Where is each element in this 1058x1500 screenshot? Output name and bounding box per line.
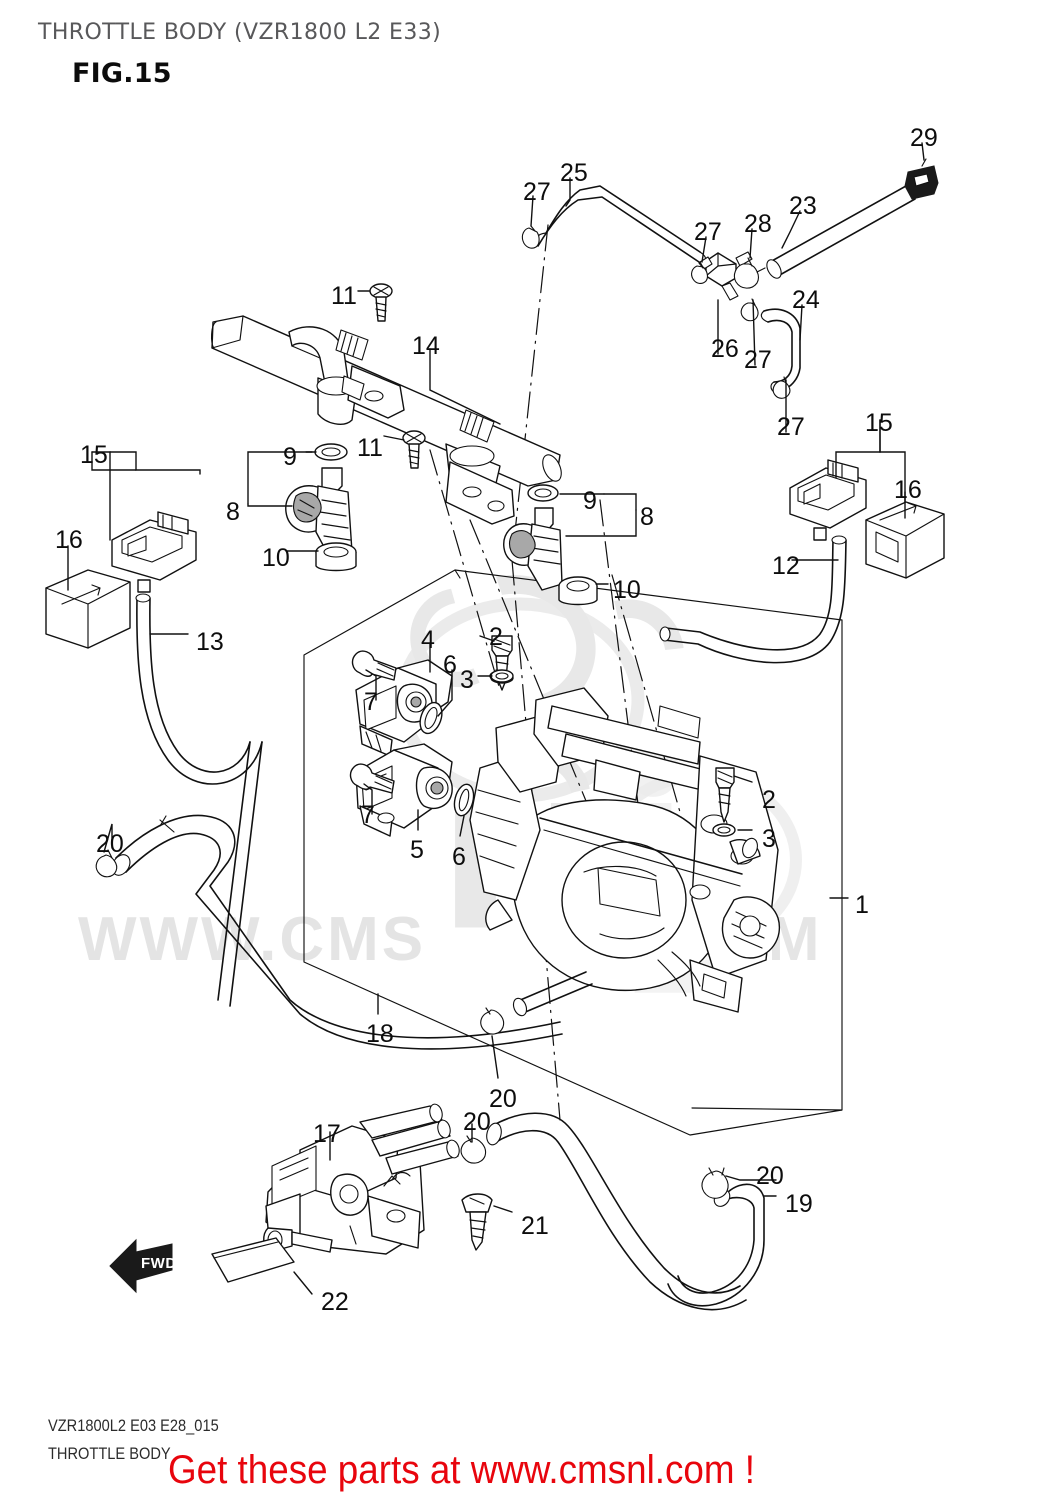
callout-o-ring-injector-upper-left[interactable]: 9 bbox=[283, 443, 297, 471]
callout-isc-valve[interactable]: 17 bbox=[313, 1120, 341, 1148]
callout-o-ring-adjust-right[interactable]: 3 bbox=[762, 825, 776, 853]
injector-right bbox=[503, 484, 598, 606]
hose-25 bbox=[535, 185, 707, 265]
callout-clamp-center-lower[interactable]: 20 bbox=[463, 1108, 491, 1136]
clip-29 bbox=[904, 158, 939, 200]
callout-seal-injector-lower-left[interactable]: 10 bbox=[262, 544, 290, 572]
callout-hose-sensor-left[interactable]: 13 bbox=[196, 628, 224, 656]
callout-fuel-delivery-pipe[interactable]: 14 bbox=[412, 332, 440, 360]
callout-hose-lower-right[interactable]: 19 bbox=[785, 1190, 813, 1218]
callout-hose-sensor-right[interactable]: 12 bbox=[772, 552, 800, 580]
figure-number: FIG.15 bbox=[72, 58, 172, 89]
clamp-20-a bbox=[95, 849, 118, 878]
callout-throttle-body-assembly[interactable]: 1 bbox=[855, 891, 869, 919]
hose-short-center bbox=[512, 971, 593, 1017]
injector-left bbox=[285, 443, 357, 572]
clamp-20-c bbox=[460, 1135, 487, 1164]
callout-adjusting-screw-left[interactable]: 2 bbox=[489, 623, 503, 651]
leader-lines bbox=[67, 142, 925, 1295]
callout-injector-right[interactable]: 8 bbox=[640, 503, 654, 531]
callout-hose-branch-lower[interactable]: 24 bbox=[792, 286, 820, 314]
callout-clamp-hose-24-end[interactable]: 27 bbox=[777, 413, 805, 441]
hose-center-lower bbox=[486, 1112, 747, 1311]
callout-bolt-sensor-lower[interactable]: 7 bbox=[361, 801, 375, 829]
callout-sensor-cover-left[interactable]: 16 bbox=[55, 526, 83, 554]
callout-clamp-joint-left[interactable]: 27 bbox=[694, 218, 722, 246]
svg-text:WWW.CMS: WWW.CMS bbox=[78, 905, 426, 974]
callout-clamp-hose-18-left[interactable]: 20 bbox=[96, 830, 124, 858]
joint-26 bbox=[699, 251, 753, 301]
callout-o-ring-sensor-lower[interactable]: 6 bbox=[452, 843, 466, 871]
footer-catalog-code: VZR1800L2 E03 E28_015 bbox=[48, 1416, 219, 1435]
callout-adjusting-screw-right[interactable]: 2 bbox=[762, 786, 776, 814]
sensor-right-15 bbox=[789, 459, 867, 541]
hose-13 bbox=[135, 593, 263, 1007]
clamp-20-b bbox=[480, 1007, 505, 1035]
callout-screw-fuel-rail-upper[interactable]: 11 bbox=[331, 282, 357, 310]
o-ring-3-left bbox=[490, 669, 514, 683]
screw-21 bbox=[461, 1193, 493, 1251]
hose-12 bbox=[659, 535, 847, 664]
clamp-27-c bbox=[740, 298, 759, 322]
clamp-27-b bbox=[691, 262, 708, 284]
callout-secondary-throttle-sensor[interactable]: 5 bbox=[410, 836, 424, 864]
callout-injector-left[interactable]: 8 bbox=[226, 498, 240, 526]
screw-11-lower bbox=[402, 430, 426, 469]
adjust-screw-right bbox=[715, 767, 735, 823]
fuel-rail-14 bbox=[210, 315, 562, 525]
callout-bolt-sensor-upper[interactable]: 7 bbox=[364, 688, 378, 716]
callout-screw-fuel-rail-lower[interactable]: 11 bbox=[357, 434, 383, 462]
callout-o-ring-injector-upper-right[interactable]: 9 bbox=[583, 487, 597, 515]
throttle-body-core bbox=[469, 687, 780, 1013]
clamp-28 bbox=[733, 257, 766, 289]
callout-clamp-center-upper[interactable]: 20 bbox=[489, 1085, 517, 1113]
gasket-22 bbox=[211, 1237, 295, 1283]
footer-section-name: THROTTLE BODY bbox=[48, 1444, 171, 1463]
callout-hose-upper-left[interactable]: 25 bbox=[560, 159, 588, 187]
callout-o-ring-sensor-upper[interactable]: 6 bbox=[443, 651, 457, 679]
callout-clamp-hose-25-end[interactable]: 27 bbox=[523, 178, 551, 206]
footer-promo-link[interactable]: Get these parts at www.cmsnl.com ! bbox=[168, 1448, 755, 1492]
o-ring-3-right bbox=[712, 823, 736, 837]
callout-o-ring-adjust-left[interactable]: 3 bbox=[460, 666, 474, 694]
callout-sensor-cover-right[interactable]: 16 bbox=[894, 476, 922, 504]
isc-valve-17 bbox=[263, 1103, 460, 1255]
sensor-cover-left-16 bbox=[45, 569, 131, 649]
callout-hose-long-lower[interactable]: 18 bbox=[366, 1020, 394, 1048]
callout-hose-upper-right[interactable]: 23 bbox=[789, 192, 817, 220]
callout-three-way-joint[interactable]: 26 bbox=[711, 335, 739, 363]
callout-throttle-position-sensor[interactable]: 4 bbox=[421, 626, 435, 654]
sensor-left-15 bbox=[111, 511, 197, 593]
bolt-7-lower bbox=[349, 763, 395, 794]
callout-gasket-isc-valve[interactable]: 22 bbox=[321, 1288, 349, 1316]
sensor-cover-right-16 bbox=[865, 501, 945, 579]
callout-sensor-assembly-right[interactable]: 15 bbox=[865, 409, 893, 437]
svg-text:FWD: FWD bbox=[141, 1255, 177, 1272]
callout-clamp-hose-19[interactable]: 20 bbox=[756, 1162, 784, 1190]
assembly-outline bbox=[303, 569, 843, 1136]
callout-clamp-joint-lower[interactable]: 27 bbox=[744, 346, 772, 374]
fwd-marker: FWD bbox=[109, 1238, 177, 1294]
callout-screw-isc-valve[interactable]: 21 bbox=[521, 1212, 549, 1240]
clamp-27-a bbox=[521, 225, 540, 249]
screw-11-upper bbox=[369, 283, 393, 322]
callout-sensor-assembly-left[interactable]: 15 bbox=[80, 441, 108, 469]
sensor-4 bbox=[355, 659, 453, 757]
hose-19 bbox=[667, 1183, 765, 1307]
hose-18 bbox=[111, 814, 563, 1050]
clamp-20-d bbox=[701, 1167, 729, 1199]
hose-23 bbox=[766, 184, 916, 279]
callout-clip-hose-23[interactable]: 29 bbox=[910, 124, 938, 152]
callout-clamp-joint-right[interactable]: 28 bbox=[744, 210, 772, 238]
bolt-7-upper bbox=[351, 650, 397, 681]
page-title: THROTTLE BODY (VZR1800 L2 E33) bbox=[38, 20, 442, 45]
callout-seal-injector-lower-right[interactable]: 10 bbox=[613, 576, 641, 604]
